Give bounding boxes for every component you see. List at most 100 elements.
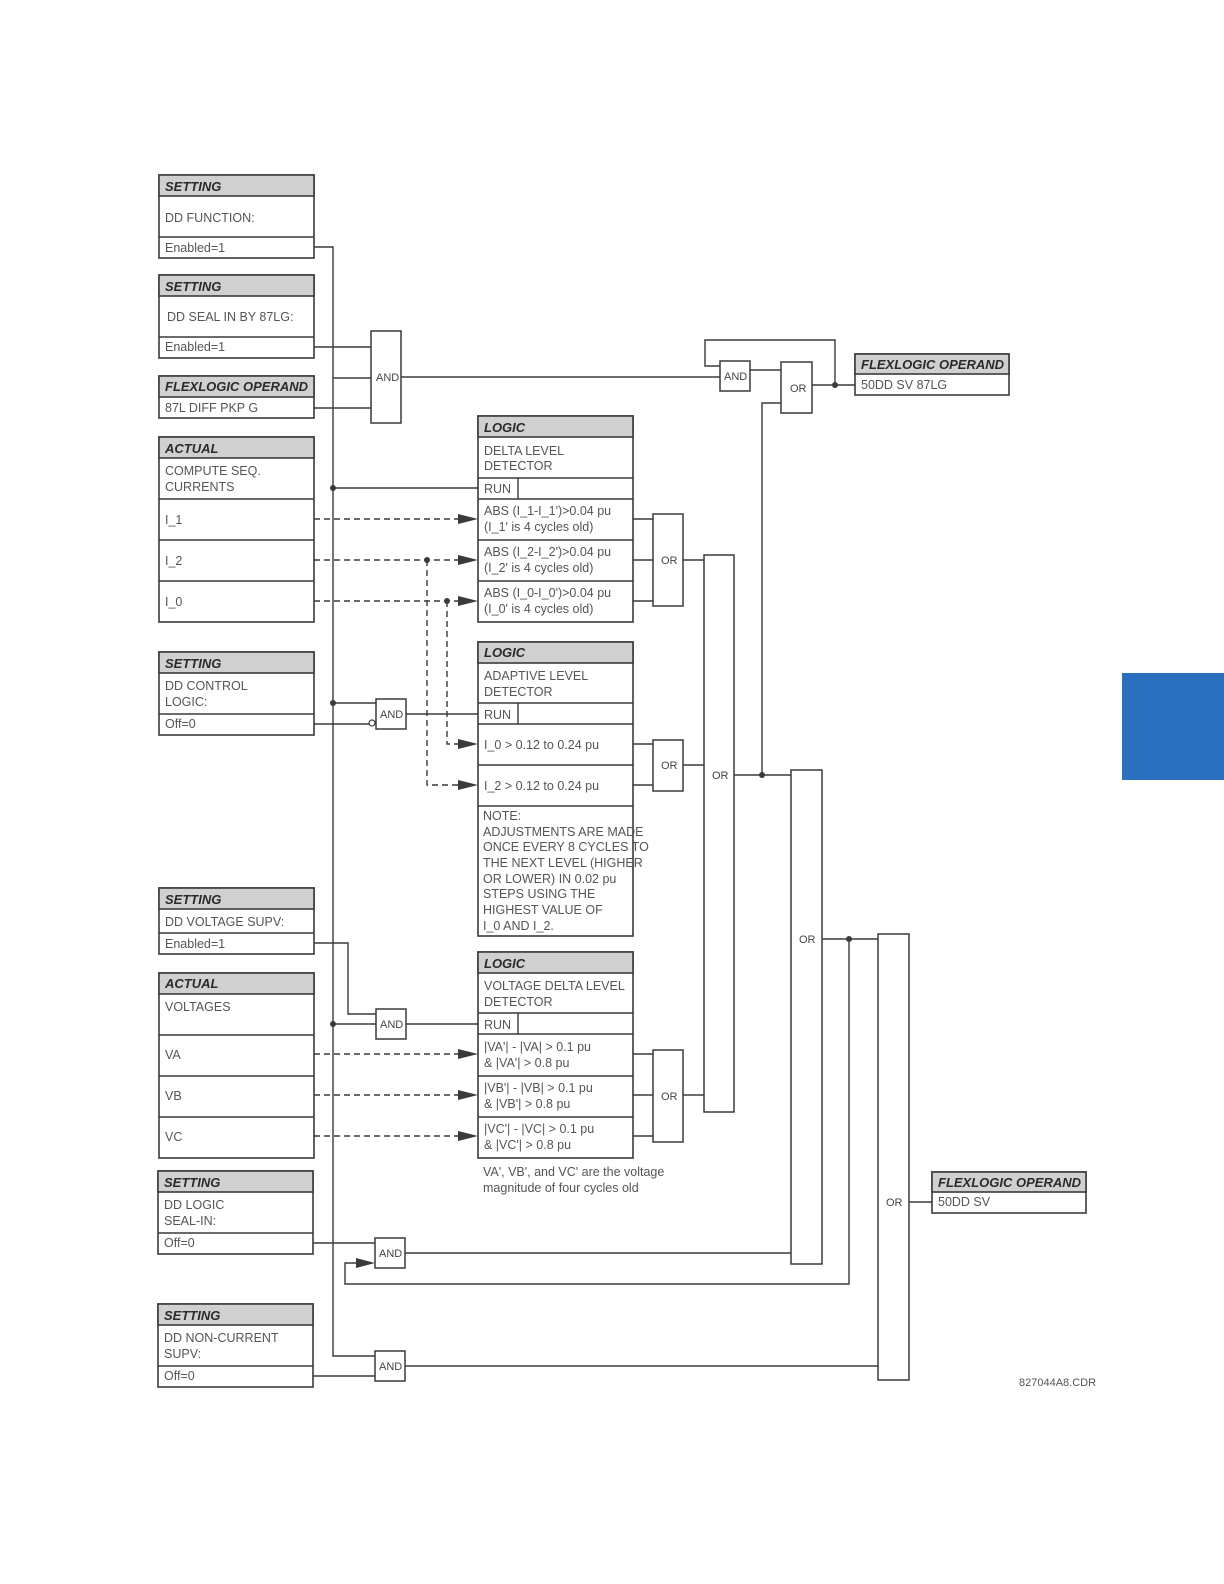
gate-label: OR <box>799 934 816 946</box>
setting-label: DD FUNCTION: <box>165 211 255 225</box>
wiring <box>313 246 932 1377</box>
or-gate-87lg-output: OR <box>780 361 813 414</box>
voltage-condition: |VB'| - |VB| > 0.1 pu <box>484 1081 593 1095</box>
gate-label: OR <box>661 1091 678 1103</box>
adaptive-condition: I_2 > 0.12 to 0.24 pu <box>484 779 599 793</box>
gate-label: OR <box>661 555 678 567</box>
logic-title: ADAPTIVE LEVEL <box>484 669 588 683</box>
or-gate-final: OR <box>877 933 910 1381</box>
logic-header: LOGIC <box>484 956 526 971</box>
operand-header: FLEXLOGIC OPERAND <box>165 379 309 394</box>
voltage-condition: & |VB'| > 0.8 pu <box>484 1097 570 1111</box>
gate-label: AND <box>380 709 403 721</box>
actual-currents: ACTUAL COMPUTE SEQ. CURRENTS I_1 I_2 I_0 <box>158 436 315 623</box>
setting-header: SETTING <box>164 1308 220 1323</box>
actual-label: CURRENTS <box>165 480 234 494</box>
and-gate-87lg: AND <box>370 330 402 424</box>
gate-label: AND <box>379 1361 402 1373</box>
note-line: NOTE: <box>483 809 521 823</box>
note-line: STEPS USING THE <box>483 887 595 901</box>
delta-condition: ABS (I_0-I_0')>0.04 pu <box>484 586 611 600</box>
gate-label: AND <box>379 1248 402 1260</box>
setting-label: DD NON-CURRENT <box>164 1331 279 1345</box>
voltage-footnote: magnitude of four cycles old <box>483 1181 639 1195</box>
logic-title: DETECTOR <box>484 459 553 473</box>
adaptive-condition: I_0 > 0.12 to 0.24 pu <box>484 738 599 752</box>
run-label: RUN <box>484 482 511 496</box>
setting-dd-function: SETTING DD FUNCTION: Enabled=1 <box>158 174 315 259</box>
current-row: I_0 <box>165 595 182 609</box>
or-gate-delta: OR <box>652 513 684 607</box>
gate-label: OR <box>790 383 807 395</box>
voltage-row: VC <box>165 1130 182 1144</box>
setting-header: SETTING <box>165 179 221 194</box>
current-row: I_2 <box>165 554 182 568</box>
operand-value: 50DD SV <box>938 1195 991 1209</box>
and-gate-voltage: AND <box>375 1008 407 1040</box>
note-line: ONCE EVERY 8 CYCLES TO <box>483 840 649 854</box>
voltage-footnote: VA', VB', and VC' are the voltage <box>483 1165 664 1179</box>
voltage-condition: & |VC'| > 0.8 pu <box>484 1138 571 1152</box>
or-gate-seal: OR <box>790 769 823 1265</box>
logic-adaptive-level-detector: LOGIC ADAPTIVE LEVEL DETECTOR RUN I_0 > … <box>477 641 649 937</box>
voltage-row: VA <box>165 1048 181 1062</box>
voltage-row: VB <box>165 1089 182 1103</box>
operand-87l-diff-pkp: FLEXLOGIC OPERAND 87L DIFF PKP G <box>158 375 315 419</box>
output-50dd-sv-87lg: FLEXLOGIC OPERAND 50DD SV 87LG <box>854 353 1010 396</box>
delta-condition: (I_1' is 4 cycles old) <box>484 520 593 534</box>
run-label: RUN <box>484 708 511 722</box>
output-50dd-sv: FLEXLOGIC OPERAND 50DD SV <box>931 1171 1087 1214</box>
voltage-condition: |VA'| - |VA| > 0.1 pu <box>484 1040 591 1054</box>
note-line: HIGHEST VALUE OF <box>483 903 603 917</box>
setting-header: SETTING <box>164 1175 220 1190</box>
and-gate-control: AND <box>375 698 407 730</box>
note-line: ADJUSTMENTS ARE MADE <box>483 825 643 839</box>
gate-label: AND <box>724 371 747 383</box>
or-gate-voltage: OR <box>652 1049 684 1143</box>
logic-title: DETECTOR <box>484 685 553 699</box>
and-gate-seal-in: AND <box>374 1237 406 1269</box>
or-gate-adaptive: OR <box>652 739 684 792</box>
setting-value: Off=0 <box>164 1369 195 1383</box>
setting-label: SEAL-IN: <box>164 1214 216 1228</box>
setting-dd-control-logic: SETTING DD CONTROL LOGIC: Off=0 <box>158 651 315 736</box>
note-line: THE NEXT LEVEL (HIGHER <box>483 856 643 870</box>
gate-label: AND <box>376 372 399 384</box>
gate-label: OR <box>661 760 678 772</box>
setting-dd-voltage-supv: SETTING DD VOLTAGE SUPV: Enabled=1 <box>158 887 315 955</box>
current-row: I_1 <box>165 513 182 527</box>
operand-header: FLEXLOGIC OPERAND <box>861 357 1005 372</box>
setting-header: SETTING <box>165 892 221 907</box>
actual-header: ACTUAL <box>164 976 218 991</box>
logic-delta-level-detector: LOGIC DELTA LEVEL DETECTOR RUN ABS (I_1-… <box>477 415 634 623</box>
logic-title: VOLTAGE DELTA LEVEL <box>484 979 625 993</box>
setting-dd-seal-in: SETTING DD SEAL IN BY 87LG: Enabled=1 <box>158 274 315 359</box>
setting-value: Enabled=1 <box>165 340 225 354</box>
operand-header: FLEXLOGIC OPERAND <box>938 1175 1082 1190</box>
setting-value: Enabled=1 <box>165 241 225 255</box>
setting-label: LOGIC: <box>165 695 207 709</box>
drawing-id: 827044A8.CDR <box>1019 1377 1096 1389</box>
setting-value: Off=0 <box>164 1236 195 1250</box>
setting-value: Enabled=1 <box>165 937 225 951</box>
voltage-condition: |VC'| - |VC| > 0.1 pu <box>484 1122 594 1136</box>
voltage-condition: & |VA'| > 0.8 pu <box>484 1056 569 1070</box>
or-gate-combined: OR <box>703 554 735 1113</box>
setting-label: DD CONTROL <box>165 679 248 693</box>
logic-header: LOGIC <box>484 420 526 435</box>
setting-dd-logic-seal-in: SETTING DD LOGIC SEAL-IN: Off=0 <box>157 1170 314 1255</box>
gate-label: OR <box>886 1197 903 1209</box>
setting-header: SETTING <box>165 279 221 294</box>
actual-header: ACTUAL <box>164 441 218 456</box>
gate-label: OR <box>712 770 729 782</box>
note-line: I_0 AND I_2. <box>483 919 554 933</box>
and-gate-noncurrent: AND <box>374 1350 406 1382</box>
setting-label: SUPV: <box>164 1347 201 1361</box>
run-label: RUN <box>484 1018 511 1032</box>
delta-condition: ABS (I_2-I_2')>0.04 pu <box>484 545 611 559</box>
delta-condition: (I_0' is 4 cycles old) <box>484 602 593 616</box>
logic-title: DELTA LEVEL <box>484 444 564 458</box>
operand-value: 87L DIFF PKP G <box>165 401 258 415</box>
actual-label: COMPUTE SEQ. <box>165 464 261 478</box>
delta-condition: ABS (I_1-I_1')>0.04 pu <box>484 504 611 518</box>
